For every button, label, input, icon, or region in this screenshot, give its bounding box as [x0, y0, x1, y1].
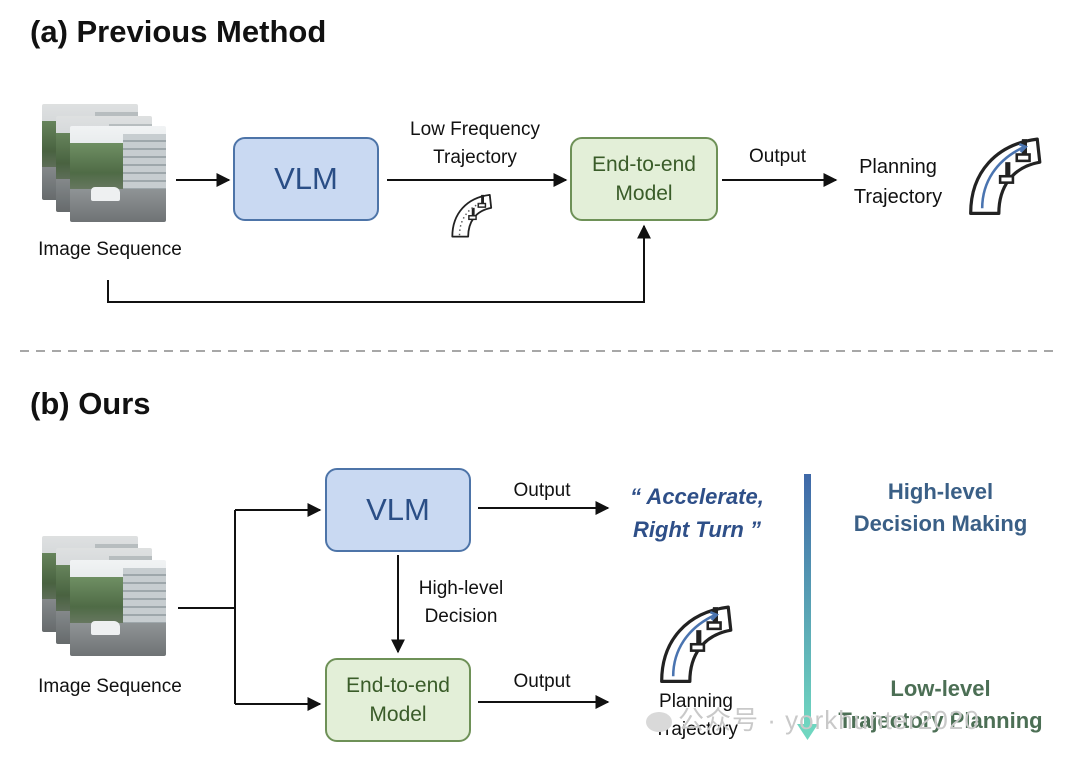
planning-line1-b: Planning [659, 691, 733, 712]
vlm-box-b: VLM [325, 468, 471, 552]
watermark: 公众号 · yorkhunter2020 [646, 700, 980, 737]
section-a-title: (a) Previous Method [30, 14, 327, 49]
e2e-label-a-line2: Model [615, 182, 673, 205]
camera-frame [70, 560, 166, 656]
planning-trajectory-label-a: Planning Trajectory [838, 152, 958, 212]
vlm-output-label-b: Output [513, 480, 571, 501]
vlm-label-a: VLM [274, 161, 338, 196]
high-level-decision-label: High-level Decision [402, 575, 520, 631]
e2e-output-label-b: Output [513, 671, 571, 692]
wechat-icon [646, 712, 672, 733]
planning-trajectory-label-b: Planning Trajectory [636, 688, 756, 744]
output-label-a: Output [748, 146, 807, 167]
low-frequency-trajectory-label: Low Frequency Trajectory [390, 116, 560, 172]
low-level-title-line1: Low-level [890, 676, 991, 701]
high-level-decision-making-title: High-level Decision Making [838, 476, 1043, 540]
curved-road-icon [660, 605, 733, 683]
arrow-image-to-e2e-a [107, 224, 651, 303]
image-sequence-b [42, 536, 174, 656]
high-level-decision-line1: High-level [418, 578, 504, 599]
image-sequence-label-b: Image Sequence [38, 676, 182, 697]
decision-quote-line2: Right Turn ” [633, 517, 761, 542]
planning-line1-a: Planning [859, 156, 937, 178]
e2e-label-a-line1: End-to-end [592, 153, 696, 176]
high-level-title-line2: Decision Making [853, 511, 1028, 536]
low-level-trajectory-planning-title: Low-level Trajectory Planning [828, 673, 1053, 737]
vlm-label-b: VLM [366, 492, 430, 527]
e2e-box-a: End-to-end Model [570, 137, 718, 221]
high-level-title-line1: High-level [887, 479, 994, 504]
e2e-label-b-line2: Model [369, 703, 427, 726]
low-level-title-line2: Trajectory Planning [838, 708, 1043, 733]
image-sequence-a [42, 104, 174, 222]
planning-line2-a: Trajectory [853, 186, 943, 208]
watermark-text: 公众号 · yorkhunter2020 [678, 705, 980, 735]
curved-road-icon [451, 193, 493, 238]
hierarchy-gradient-bar [804, 474, 811, 726]
low-frequency-line1: Low Frequency [410, 119, 540, 140]
decision-quote-line1: “ Accelerate, [630, 484, 764, 509]
high-level-decision-line2: Decision [424, 606, 498, 627]
e2e-box-b: End-to-end Model [325, 658, 471, 742]
vlm-box-a: VLM [233, 137, 379, 221]
hierarchy-arrow-head [797, 724, 818, 740]
decision-quote: “ Accelerate, Right Turn ” [612, 480, 782, 546]
curved-road-icon [969, 137, 1042, 215]
low-frequency-line2: Trajectory [433, 147, 517, 168]
camera-frame [70, 126, 166, 222]
e2e-label-b-line1: End-to-end [346, 674, 450, 697]
planning-line2-b: Trajectory [654, 719, 738, 740]
section-b-title: (b) Ours [30, 386, 151, 421]
image-sequence-label-a: Image Sequence [38, 239, 182, 260]
